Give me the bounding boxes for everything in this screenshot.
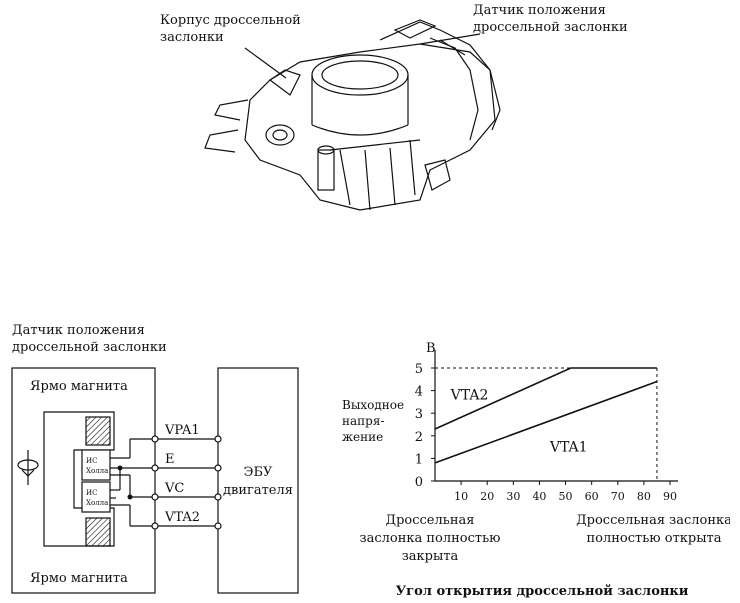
y-tick-label: 4	[415, 385, 423, 400]
terminal-e-ecu	[214, 464, 222, 472]
x-tick-label: 90	[663, 490, 677, 503]
hall-ic-2	[81, 481, 111, 513]
yoke-bottom-label: Ярмо магнита	[30, 571, 128, 586]
throttle-body-label-line2: заслонки	[160, 30, 224, 45]
yoke-top-label: Ярмо магнита	[30, 379, 128, 394]
circuit-title-line2: дроссельной заслонки	[12, 340, 167, 355]
pin-vc-label: VC	[164, 481, 184, 496]
terminal-vta2-sensor	[151, 522, 159, 530]
series-label-vta2: VTA2	[450, 388, 489, 404]
x-axis-title: Угол открытия дроссельной заслонки	[396, 584, 689, 599]
ecu-label-line2: двигателя	[223, 483, 293, 498]
hall-ic-1-label-line1: ИС	[86, 457, 97, 465]
x-tick-label: 50	[559, 490, 573, 503]
y-label-line3: жение	[342, 430, 383, 444]
magnet-bottom	[85, 517, 111, 547]
x-tick-label: 80	[637, 490, 651, 503]
series-line-vta2	[434, 367, 657, 430]
hall-ic-1-label-line2: Холла	[86, 467, 108, 475]
pin-vta2-label: VTA2	[164, 510, 200, 525]
y-tick-label: 2	[415, 430, 423, 445]
circuit-diagram: Ярмо магнита Ярмо магнита ИС Холла ИС Хо…	[11, 367, 299, 594]
sensor-box	[11, 367, 156, 594]
y-tick-label: 0	[415, 475, 423, 490]
throttle-sensor-label: Датчик положения дроссельной заслонки	[473, 2, 628, 36]
annotation-closed-line2: заслонка полностью	[360, 531, 501, 546]
throttle-body-label-line1: Корпус дроссельной	[160, 13, 301, 28]
terminal-vc-ecu	[214, 493, 222, 501]
circuit-title: Датчик положения дроссельной заслонки	[12, 322, 167, 356]
terminal-e-sensor	[151, 464, 159, 472]
ecu-box	[217, 367, 299, 594]
x-tick-label: 70	[611, 490, 625, 503]
pin-e-label: E	[165, 452, 175, 467]
terminal-vpa1-sensor	[151, 435, 159, 443]
magnet-top	[85, 416, 111, 446]
series-line-vta1	[434, 380, 658, 464]
throttle-body-illustration	[204, 19, 501, 211]
x-tick-label: 20	[480, 490, 494, 503]
x-tick-label: 60	[585, 490, 599, 503]
x-tick-label: 10	[454, 490, 468, 503]
hall-ic-2-label-line1: ИС	[86, 489, 97, 497]
throttle-body-label: Корпус дроссельной заслонки	[160, 12, 301, 46]
y-tick-label: 1	[415, 452, 423, 467]
hall-ic-2-label-line2: Холла	[86, 499, 108, 507]
x-tick-label: 30	[506, 490, 520, 503]
annotation-open-line2: полностью открыта	[587, 531, 722, 546]
annotation-open-line1: Дроссельная заслонка	[576, 513, 730, 528]
ecu-label-line1: ЭБУ	[244, 465, 274, 480]
y-tick-label: 3	[415, 407, 423, 422]
y-tick-label: 5	[415, 362, 423, 377]
terminal-vpa1-ecu	[214, 435, 222, 443]
y-label-line2: напря-	[342, 414, 384, 428]
series-label-vta1: VTA1	[549, 440, 588, 456]
annotation-closed-line3: закрыта	[402, 549, 459, 564]
magnet-yoke	[43, 411, 115, 547]
hall-ic-1	[81, 449, 111, 481]
output-voltage-chart: В Выходное напря- жение Дроссельная засл…	[342, 341, 730, 599]
terminal-vta2-ecu	[214, 522, 222, 530]
x-tick-label: 40	[532, 490, 546, 503]
y-unit-label: В	[426, 341, 436, 356]
annotation-closed-line1: Дроссельная	[386, 513, 475, 528]
terminal-vc-sensor	[151, 493, 159, 501]
circuit-title-line1: Датчик положения	[12, 323, 145, 338]
pin-vpa1-label: VPA1	[164, 423, 200, 438]
throttle-sensor-label-line2: дроссельной заслонки	[473, 20, 628, 35]
y-label-line1: Выходное	[342, 398, 404, 412]
throttle-sensor-label-line1: Датчик положения	[473, 3, 606, 18]
